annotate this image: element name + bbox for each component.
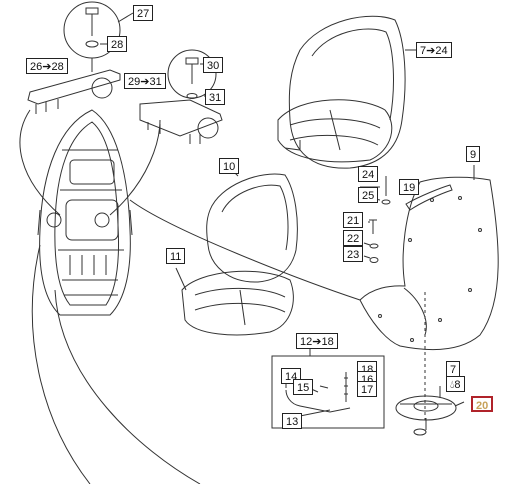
callout-24[interactable]: 24 [358,166,379,182]
callout-22[interactable]: 22 [343,230,364,246]
callout-29-31[interactable]: 29➔31 [124,73,166,89]
callout-26-28[interactable]: 26➔28 [26,58,68,74]
callout-7[interactable]: 7 [446,361,461,377]
callout-8-number: 8 [454,379,461,391]
callout-15[interactable]: 15 [293,379,314,395]
callout-23[interactable]: 23 [343,246,364,262]
callout-11[interactable]: 11 [166,248,186,264]
boat-hull [37,109,133,316]
callout-30[interactable]: 30 [203,57,224,73]
drop-icon: 💧︎ [450,379,455,391]
callout-8[interactable]: 💧︎8 [446,376,465,392]
callout-20-highlighted[interactable]: 20 [471,396,493,412]
callout-17[interactable]: 17 [357,381,378,397]
callout-12-18[interactable]: 12➔18 [296,333,338,349]
callout-13[interactable]: 13 [282,413,303,429]
callout-31[interactable]: 31 [205,89,226,105]
callout-10[interactable]: 10 [219,158,240,174]
callout-19[interactable]: 19 [399,179,420,195]
callout-21[interactable]: 21 [343,212,364,228]
callout-9[interactable]: 9 [466,146,481,162]
callout-25[interactable]: 25 [358,187,379,203]
callout-28[interactable]: 28 [107,36,128,52]
callout-27[interactable]: 27 [133,5,154,21]
callout-7-24[interactable]: 7➔24 [416,42,452,58]
